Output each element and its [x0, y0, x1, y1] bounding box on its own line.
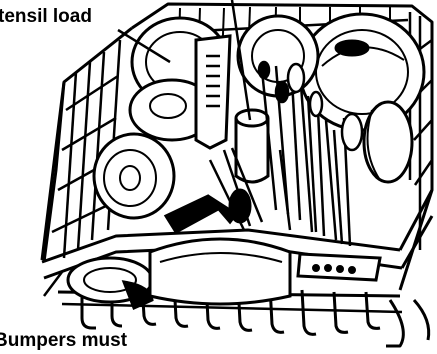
right-front-item: [298, 254, 380, 280]
callout-label-bottom: Bumpers must: [0, 330, 131, 354]
black-spatula: [166, 190, 250, 232]
callout-label-top: tensil load: [0, 6, 95, 27]
bowl-lower-left: [94, 134, 174, 218]
serving-utensil: [196, 36, 230, 148]
inner-large-dish: [150, 239, 290, 304]
